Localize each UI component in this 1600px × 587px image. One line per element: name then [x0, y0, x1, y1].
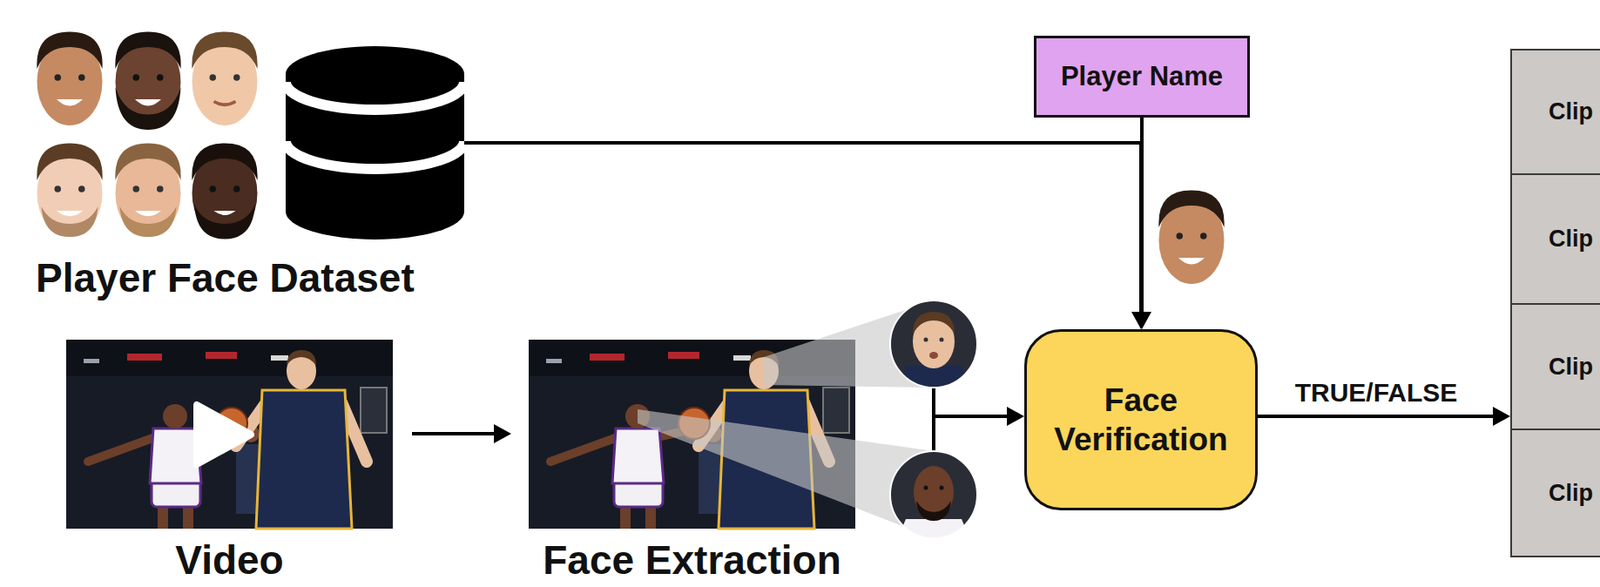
node-label: Player Name — [1060, 60, 1223, 93]
node-label: Face Extraction — [528, 538, 856, 583]
node-label: Player Face Dataset — [35, 256, 415, 301]
connector-line — [411, 432, 496, 436]
node-label: Face Verification — [1042, 380, 1240, 460]
connector — [464, 142, 1151, 330]
node-label: Video — [66, 538, 393, 583]
clip-cell: Clip — [1510, 48, 1600, 176]
connector-line — [1140, 117, 1144, 314]
connector-line — [464, 142, 1141, 314]
node-label: Clip — [1548, 479, 1594, 507]
extraction-frame: Face Extraction — [528, 339, 934, 583]
database-node: Player Face Dataset — [35, 46, 465, 301]
connector — [1257, 406, 1511, 426]
connector — [411, 424, 512, 444]
connector — [1132, 117, 1152, 330]
arrow-head — [1492, 406, 1511, 426]
edge-label: TRUE/FALSE — [1291, 378, 1462, 408]
connector-line — [933, 414, 1009, 419]
connector — [933, 406, 1025, 426]
arrow-head — [1132, 311, 1152, 330]
clip-cell: Clip — [1510, 428, 1600, 558]
clip-cell: Clip — [1510, 303, 1600, 431]
node-label: Clip — [1548, 98, 1594, 126]
node-label: Clip — [1548, 225, 1594, 253]
arrow-head — [493, 424, 512, 444]
arrow-head — [1006, 406, 1025, 426]
node-label: Clip — [1548, 353, 1594, 381]
clip-cell: Clip — [1510, 173, 1600, 305]
process-box: Face Verification — [1024, 329, 1258, 511]
video-frame: Video — [66, 339, 393, 583]
input-box: Player Name — [1033, 35, 1250, 118]
connector-line — [1257, 414, 1495, 419]
arrow-head — [1131, 311, 1151, 330]
